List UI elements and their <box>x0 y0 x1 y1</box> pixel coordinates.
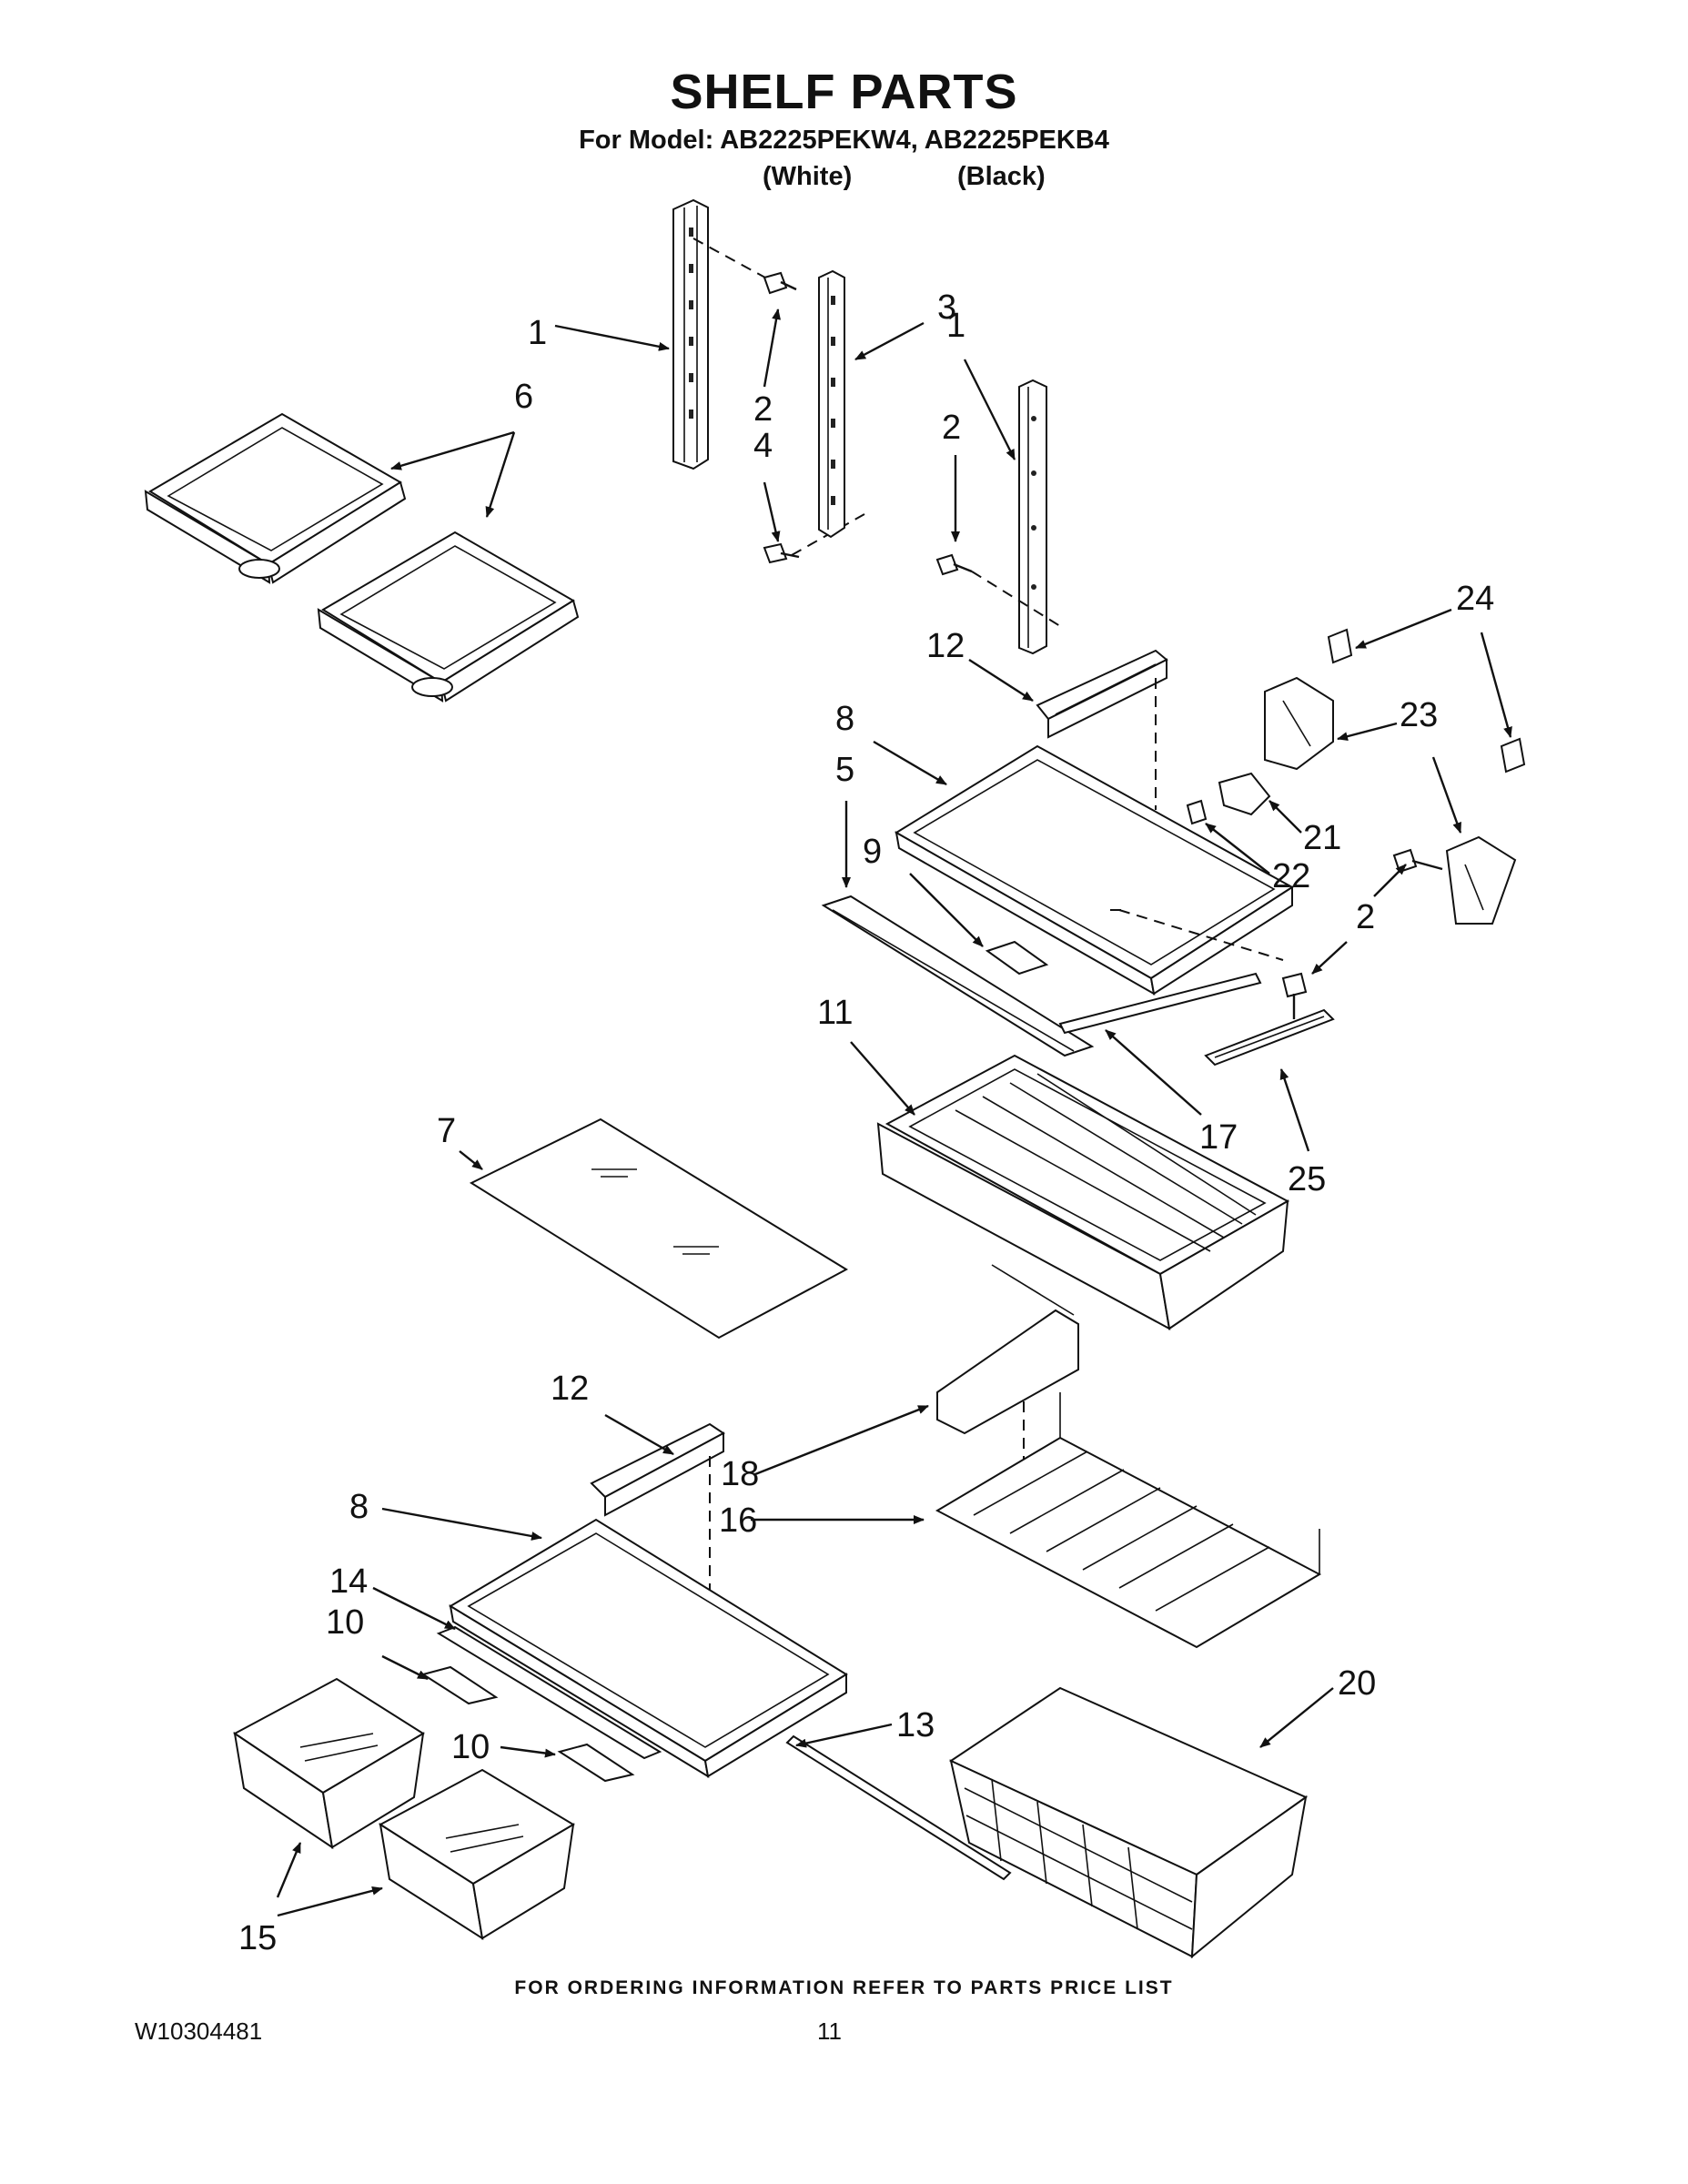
variant-black: (Black) <box>957 162 1046 191</box>
part-10-clip-b <box>557 1743 635 1783</box>
part-9-clip <box>985 940 1049 976</box>
part-6-shelf-upper <box>144 412 407 584</box>
part-21-clip <box>1218 772 1271 816</box>
callout-labels: 1 1 2 2 2 3 4 5 6 7 8 8 9 10 10 11 12 12… <box>238 288 1494 1957</box>
document-number: W10304481 <box>135 2017 263 2045</box>
part-12-bracket-upper <box>1036 649 1168 739</box>
callout-8-upper: 8 <box>835 700 854 738</box>
part-24-clip-upper <box>1327 628 1353 664</box>
callout-10-a: 10 <box>326 1603 364 1642</box>
part-16-wire-shelf <box>935 1392 1322 1649</box>
page-title: SHELF PARTS <box>670 65 1018 119</box>
callout-4: 4 <box>753 427 773 465</box>
callout-25: 25 <box>1288 1160 1326 1198</box>
ordering-note: FOR ORDERING INFORMATION REFER TO PARTS … <box>514 1977 1174 1998</box>
part-24-clip-lower <box>1500 737 1526 774</box>
part-20-wire-basket <box>948 1686 1309 1959</box>
callout-1-right: 1 <box>946 307 965 345</box>
callout-1-left: 1 <box>528 314 547 352</box>
part-23-bracket-lower <box>1445 835 1517 925</box>
callout-10-b: 10 <box>451 1728 490 1766</box>
callout-2-rail: 2 <box>942 409 961 447</box>
part-2-screw-mid <box>763 542 800 564</box>
callout-17: 17 <box>1199 1118 1238 1157</box>
part-11-drawer <box>876 1054 1290 1330</box>
callout-6: 6 <box>514 378 533 416</box>
part-10-clip-a <box>420 1665 499 1705</box>
part-25-track <box>1204 1008 1335 1067</box>
callout-14: 14 <box>329 1562 368 1601</box>
callout-13: 13 <box>896 1706 935 1744</box>
callout-20: 20 <box>1338 1664 1376 1703</box>
callout-12-upper: 12 <box>926 627 965 665</box>
part-2-screw-right-rail <box>935 553 973 576</box>
callout-11: 11 <box>817 994 853 1032</box>
callout-8-lower: 8 <box>349 1488 369 1526</box>
part-3-rail-center <box>818 269 845 539</box>
part-13-rod <box>785 1734 1012 1881</box>
part-2-screw-slide <box>1281 972 1308 1019</box>
callout-16: 16 <box>719 1502 757 1540</box>
callout-12-lower: 12 <box>551 1370 589 1408</box>
callout-2-top: 2 <box>753 390 773 429</box>
callout-5: 5 <box>835 751 854 789</box>
part-15-bin-lower <box>379 1768 575 1941</box>
part-23-bracket-upper <box>1264 676 1334 771</box>
callout-7: 7 <box>437 1112 456 1150</box>
model-line: For Model: AB2225PEKW4, AB2225PEKB4 <box>579 126 1109 155</box>
part-15-bin-upper <box>233 1677 425 1850</box>
callout-15: 15 <box>238 1919 277 1957</box>
part-12-bracket-lower <box>590 1422 725 1517</box>
callout-22: 22 <box>1272 857 1310 895</box>
part-8-shelf-frame-upper <box>895 744 1294 996</box>
part-18-divider <box>936 1264 1079 1435</box>
callout-2-bracket: 2 <box>1356 898 1375 936</box>
part-1-rail-right <box>1018 379 1047 655</box>
callout-18: 18 <box>721 1455 759 1493</box>
part-8-shelf-frame-lower <box>449 1518 848 1779</box>
variant-white: (White) <box>763 162 853 191</box>
part-2-screw-top <box>763 271 797 295</box>
page-number: 11 <box>817 2017 842 2045</box>
leader-lines <box>276 308 1512 1917</box>
part-6-shelf-lower <box>317 531 580 703</box>
callout-9: 9 <box>863 833 882 871</box>
callout-23: 23 <box>1400 696 1438 734</box>
part-7-glass <box>469 1117 849 1340</box>
part-5-trim <box>821 895 1095 1057</box>
callout-24: 24 <box>1456 580 1494 618</box>
part-1-rail-left <box>672 198 709 470</box>
callout-21: 21 <box>1303 819 1341 857</box>
part-22-connector <box>1186 799 1208 825</box>
part-17-slide <box>1058 972 1262 1035</box>
callout-3: 3 <box>937 288 956 327</box>
